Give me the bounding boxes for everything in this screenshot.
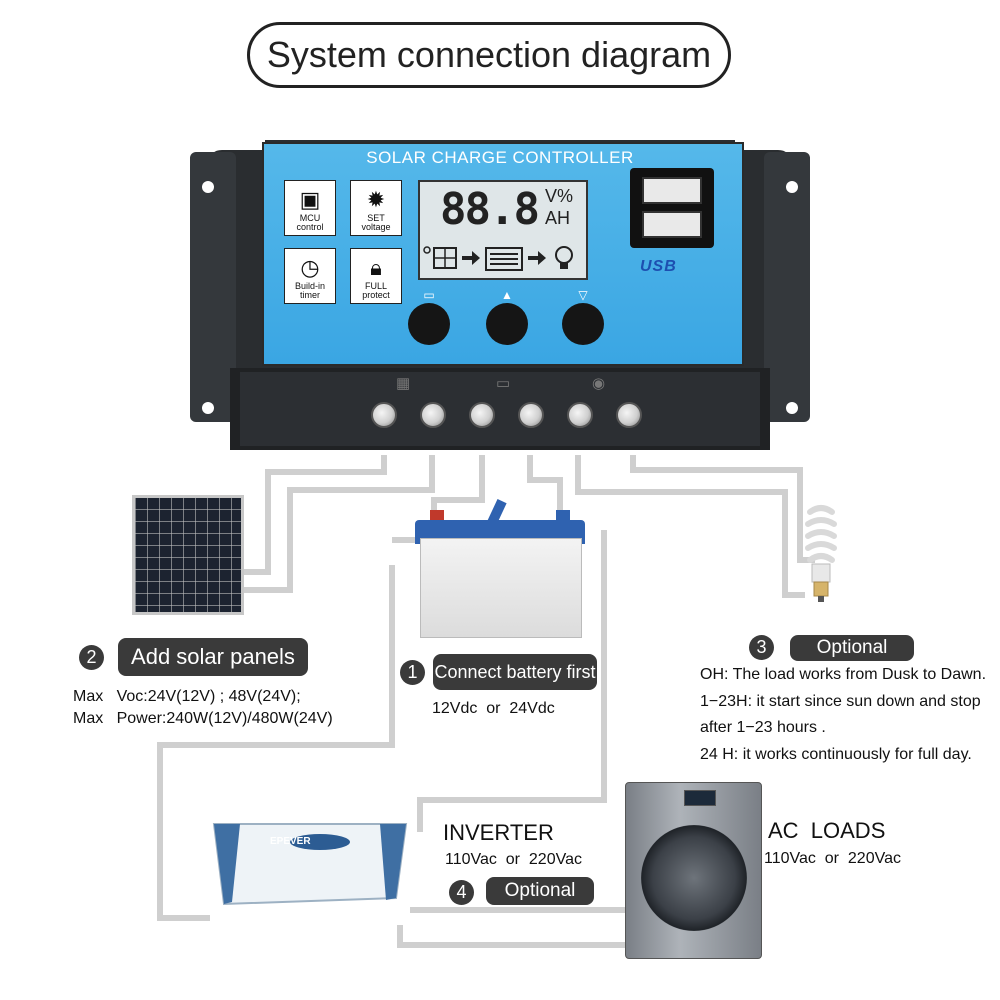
usb-port-2[interactable]: [642, 211, 702, 238]
step-3-label: Optional: [790, 635, 914, 661]
inverter-brand-logo: [290, 834, 350, 850]
gear-icon: ✹: [366, 187, 386, 212]
timer-note-1-23h: 1−23H: it start since sun down and stop: [700, 693, 981, 710]
battery-terminal-icon: ▭: [496, 375, 511, 392]
chip-icon: ▣: [299, 187, 321, 212]
terminal-solar-positive[interactable]: [371, 402, 397, 428]
battery-terminal-positive: [430, 510, 444, 522]
inverter-spec: 110Vac or 220Vac: [445, 851, 582, 868]
step-1-label: Connect battery first: [433, 654, 597, 690]
ac-wire-bottom: [397, 925, 625, 948]
diagram-title: System connection diagram: [247, 22, 731, 88]
down-arrow-icon: ▽: [578, 288, 588, 302]
up-button[interactable]: [486, 303, 528, 345]
solar-terminal-icon: ▦: [396, 375, 411, 392]
step-4-label: Optional: [486, 877, 594, 905]
lcd-unit-voltage: V%: [545, 186, 574, 206]
step-2-number: 2: [79, 645, 104, 670]
lcd-digits: 88.8: [440, 184, 540, 235]
lcd-arrow-icon: [462, 251, 480, 265]
clock-icon: ◷: [300, 255, 320, 280]
battery-terminal-negative: [556, 510, 570, 522]
terminal-battery-negative[interactable]: [518, 402, 544, 428]
inverter-image: [212, 823, 408, 906]
lcd-flow-icons: [423, 246, 573, 271]
light-bulb-image: [805, 505, 837, 602]
lcd-unit-amphour: AH: [545, 208, 571, 228]
lcd-arrow-icon: [528, 251, 546, 265]
terminal-battery-positive[interactable]: [469, 402, 495, 428]
usb-port-1[interactable]: [642, 177, 702, 204]
mount-hole-top-right: [786, 181, 798, 193]
ac-loads-spec: 110Vac or 220Vac: [764, 850, 901, 867]
controller-title: SOLAR CHARGE CONTROLLER: [366, 148, 634, 167]
lcd-battery-icon: [485, 247, 523, 271]
step-4-number: 4: [449, 880, 474, 905]
terminal-solar-negative[interactable]: [420, 402, 446, 428]
washer-door: [641, 825, 747, 931]
solar-spec-voc: Max Voc:24V(12V) ; 48V(24V);: [73, 688, 301, 705]
timer-note-24h: 24 H: it works continuously for full day…: [700, 746, 972, 763]
solar-wire-positive: [244, 455, 387, 575]
solar-wire-negative: [244, 455, 435, 593]
mount-hole-top-left: [202, 181, 214, 193]
inverter-brand: EPEVER: [270, 836, 311, 847]
timer-note-after: after 1−23 hours .: [700, 719, 826, 736]
battery-image: [420, 538, 582, 638]
lcd-bulb-icon: [555, 246, 573, 269]
solar-spec-power: Max Power:240W(12V)/480W(24V): [73, 710, 333, 727]
solar-panel-image: [132, 495, 244, 615]
load-terminal-icon: ◉: [592, 375, 606, 392]
up-arrow-icon: ▲: [501, 288, 513, 302]
lock-icon: 🔒︎: [370, 255, 382, 280]
terminal-load-negative[interactable]: [616, 402, 642, 428]
mount-hole-bottom-left: [202, 402, 214, 414]
inverter-wire-positive: [417, 530, 607, 832]
terminal-load-positive[interactable]: [567, 402, 593, 428]
down-button[interactable]: [562, 303, 604, 345]
lcd-solar-icon: [423, 246, 457, 269]
ac-loads-title: AC LOADS: [768, 818, 886, 843]
load-wire-positive: [575, 455, 805, 598]
step-1-number: 1: [400, 660, 425, 685]
menu-icon: ▭: [423, 288, 435, 302]
battery-spec: 12Vdc or 24Vdc: [432, 700, 555, 717]
step-3-number: 3: [749, 635, 774, 660]
battery-wire-positive: [431, 455, 485, 512]
mount-hole-bottom-right: [786, 402, 798, 414]
step-2-label: Add solar panels: [118, 638, 308, 676]
load-wire-negative: [630, 455, 815, 563]
inverter-wire-negative: [157, 565, 395, 921]
washer-control-panel: [684, 790, 716, 806]
usb-label: USB: [640, 258, 677, 275]
inverter-title: INVERTER: [443, 820, 554, 845]
battery-wire-negative: [527, 455, 563, 512]
timer-note-dusk-dawn: OH: The load works from Dusk to Dawn.: [700, 666, 987, 683]
menu-button[interactable]: [408, 303, 450, 345]
